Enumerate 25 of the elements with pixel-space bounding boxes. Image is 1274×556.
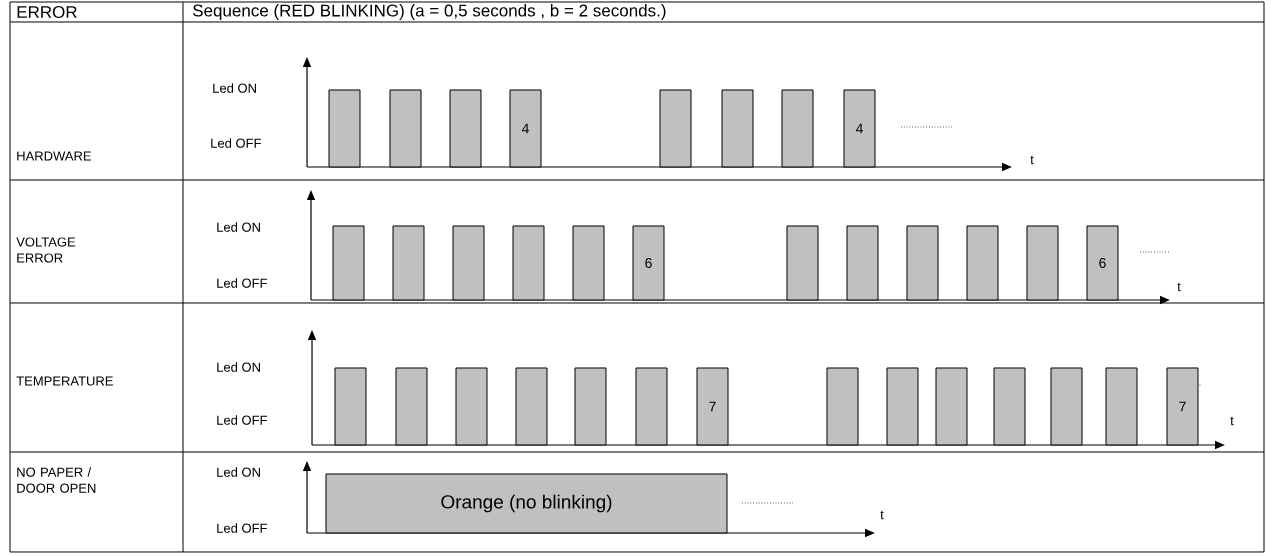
axis-label: t <box>1230 416 1234 426</box>
axis-label: Led ON <box>217 467 260 477</box>
pulse-bar: 6 <box>1086 225 1119 301</box>
axis-label: Led OFF <box>217 278 267 288</box>
row-label: NO PAPER / DOOR OPEN <box>17 467 96 493</box>
pulse-bar: 6 <box>632 225 665 301</box>
axis-label: Led ON <box>217 362 260 372</box>
axis-label: t <box>1177 282 1181 292</box>
axis-label: Led OFF <box>217 415 267 425</box>
axis-label: Led ON <box>213 83 256 93</box>
pulse-bar: 4 <box>509 89 542 168</box>
axis-label: t <box>880 510 884 520</box>
row-label: TEMPERATURE <box>16 376 113 386</box>
axis-label: t <box>1030 155 1034 165</box>
axis-label: Led OFF <box>217 523 267 533</box>
row-label: HARDWARE <box>17 151 91 161</box>
header-cell: Sequence (RED BLINKING) (a = 0,5 seconds , b = 2 seconds.) <box>193 4 666 20</box>
steady-bar: Orange (no blinking) <box>325 473 728 534</box>
pulse-bar: 7 <box>696 367 729 446</box>
axis-label: Led OFF <box>211 138 261 148</box>
axis-label: Led ON <box>217 222 260 232</box>
pulse-bar: 7 <box>1166 367 1199 446</box>
header-cell: ERROR <box>17 5 77 18</box>
pulse-bar: 4 <box>843 89 876 168</box>
row-label: VOLTAGE ERROR <box>16 237 76 263</box>
